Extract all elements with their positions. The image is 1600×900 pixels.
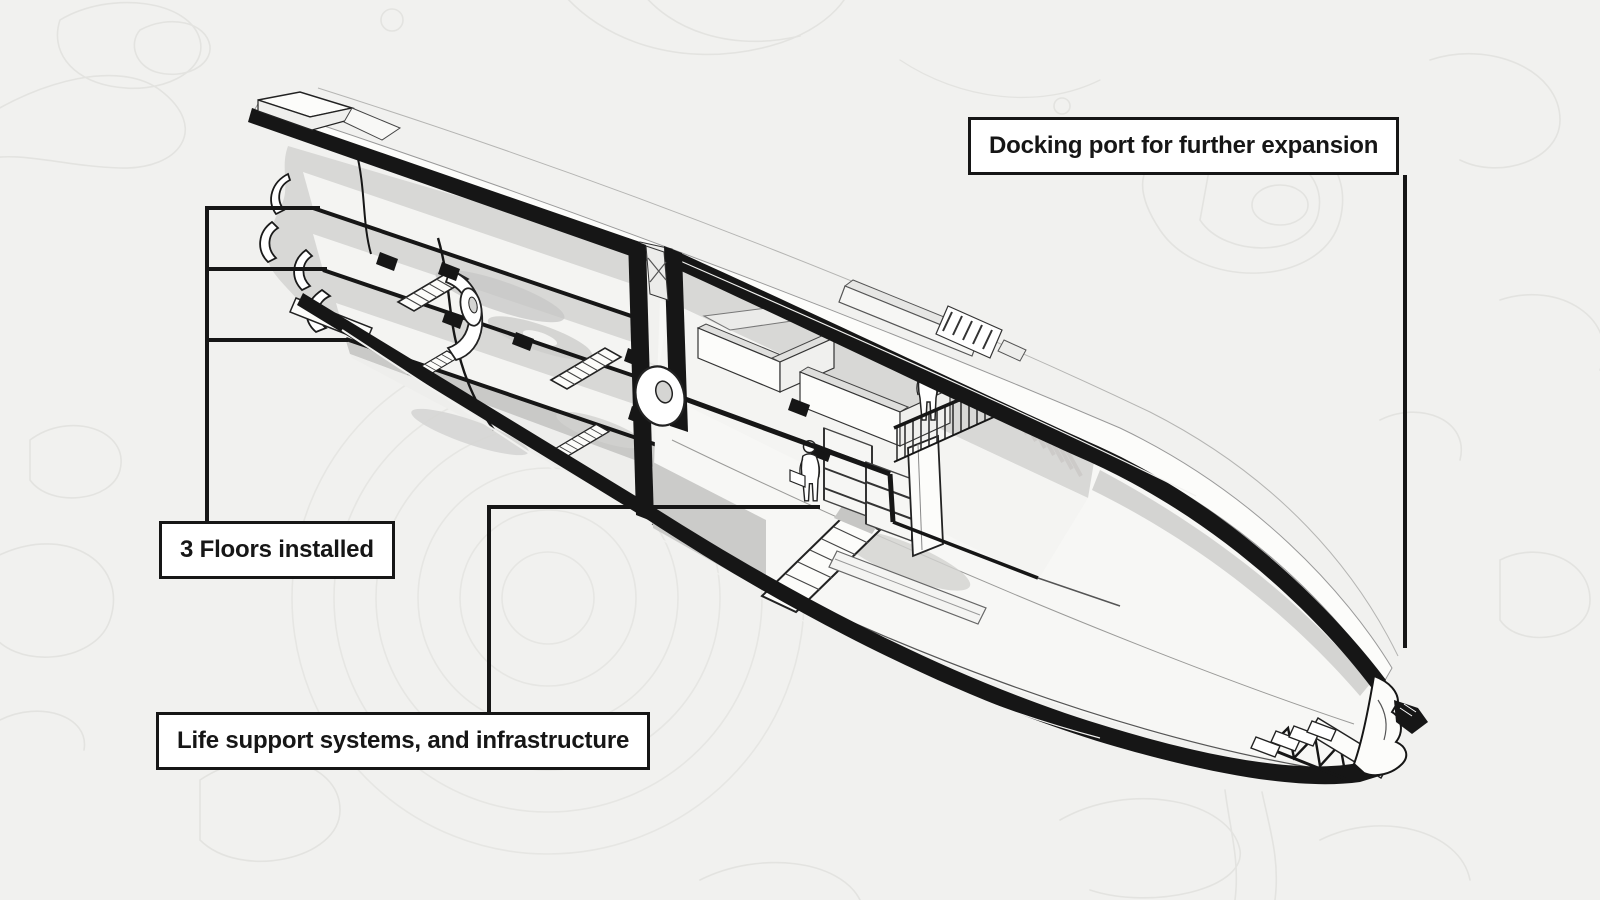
forward-top-band (666, 249, 1386, 695)
grand-staircase (760, 512, 882, 614)
spacecraft-cutaway (248, 87, 1428, 785)
forward-interior-section (651, 266, 1390, 773)
callout-floors-label: 3 Floors installed (180, 536, 374, 563)
hatched-vent (942, 311, 993, 350)
callout-docking-port: Docking port for further expansion (968, 117, 1400, 175)
section-joint (628, 238, 688, 522)
tail-fin (257, 91, 402, 141)
aft-top-band (248, 108, 640, 258)
docking-steps (1250, 720, 1337, 758)
aft-interior-section (259, 146, 661, 520)
callout-life-support: Life support systems, and infrastructure (156, 712, 651, 770)
top-deck-machinery (838, 279, 1027, 362)
top-skin-strip (251, 103, 1393, 683)
floor-1-surface (303, 172, 640, 319)
shelving-units (823, 426, 913, 543)
floor-1-edge (312, 206, 641, 321)
door-panel (907, 434, 944, 558)
callout-floors: 3 Floors installed (159, 521, 395, 579)
nose-inner-sliver (1092, 470, 1370, 696)
upper-wall (670, 266, 1094, 498)
docking-clamp (1394, 700, 1428, 734)
callout-life-support-label: Life support systems, and infrastructure (177, 727, 630, 754)
floor-3-surface (336, 303, 660, 446)
callout-lines (205, 175, 1407, 714)
floors-lines (205, 206, 348, 523)
life-support-line (487, 505, 820, 714)
deck-front-edge (654, 385, 891, 477)
hull-shell (248, 87, 1399, 785)
callout-docking-port-label: Docking port for further expansion (989, 132, 1379, 159)
nose-docking-port (1250, 674, 1428, 782)
